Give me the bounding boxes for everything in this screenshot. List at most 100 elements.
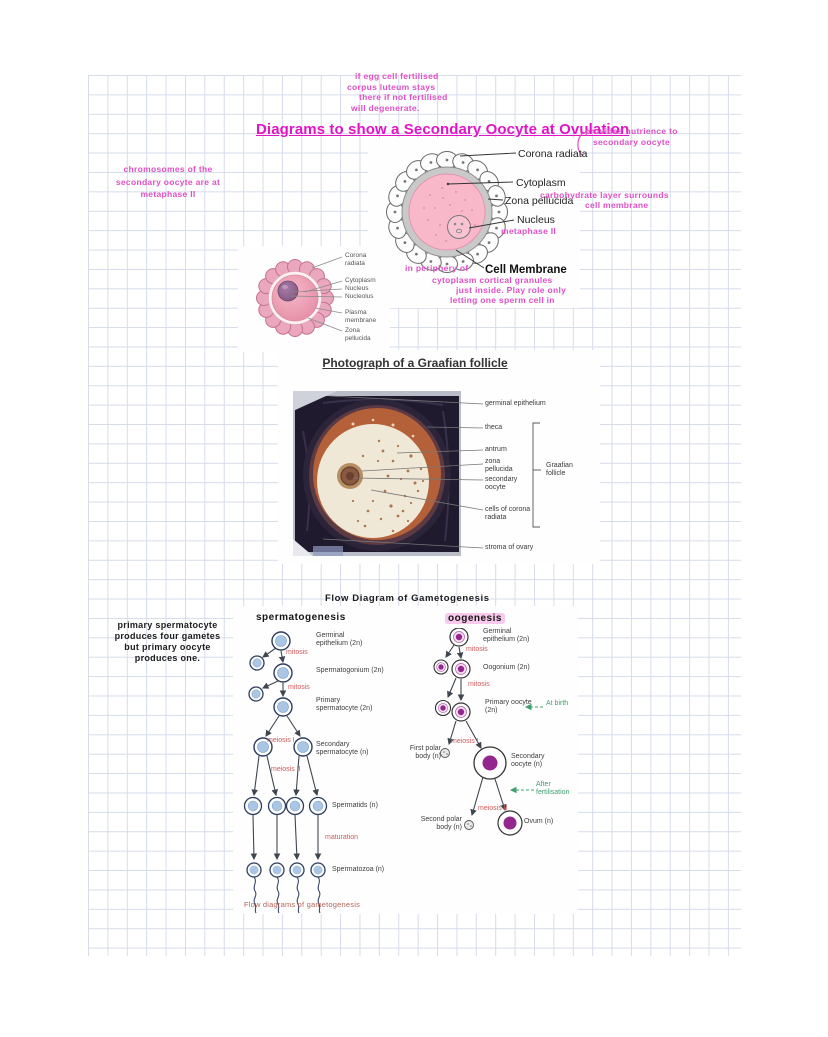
flow-caption: Flow diagrams of gametogenesis bbox=[244, 900, 361, 909]
sperm-arrows bbox=[250, 647, 322, 861]
oo-arrows bbox=[445, 644, 507, 817]
oogenesis-tree bbox=[433, 628, 543, 836]
note-line: primary spermatocyte bbox=[117, 620, 218, 630]
sperm-stage-germinal: Germinal epithelium (2n) bbox=[316, 632, 363, 647]
note-line: chromosomes of the bbox=[123, 164, 213, 174]
sperm-stage-spermatozoa: Spermatozoa (n) bbox=[332, 866, 385, 873]
note-line: metaphase II bbox=[140, 189, 196, 199]
oo-timing-arrows bbox=[509, 703, 543, 794]
note-line: provides nutrience to bbox=[585, 126, 678, 136]
note-line: will degenerate. bbox=[351, 102, 420, 113]
sperm-stage-secondary: Secondary spermatocyte (n) bbox=[316, 741, 369, 756]
sperm-cells bbox=[243, 631, 328, 914]
ring-specks bbox=[351, 418, 415, 438]
oo-timing-at-birth: At birth bbox=[546, 700, 569, 707]
label-cell-membrane: Cell Membrane bbox=[485, 264, 567, 276]
photo-label-secondary-oocyte: secondary oocyte bbox=[485, 476, 518, 491]
flow-title: Flow Diagram of Gametogenesis bbox=[325, 593, 490, 604]
photo-oocyte bbox=[337, 463, 363, 489]
spermatozoa bbox=[246, 862, 326, 914]
small-label-nucleolus: Nucleolus bbox=[345, 293, 374, 300]
small-oocyte-diagram bbox=[256, 259, 334, 337]
label-zona-pellucida: Zona pellucida bbox=[505, 195, 574, 207]
sperm-process-mitosis2: mitosis bbox=[288, 684, 310, 691]
oo-process-mitosis2: mitosis bbox=[468, 681, 490, 688]
page-title: Diagrams to show a Secondary Oocyte at O… bbox=[256, 121, 630, 138]
label-cytoplasm: Cytoplasm bbox=[516, 177, 566, 189]
heading-spermatogenesis: spermatogenesis bbox=[256, 612, 346, 623]
oo-stage-germinal: Germinal epithelium (2n) bbox=[483, 628, 530, 643]
sperm-process-mitosis1: mitosis bbox=[286, 649, 308, 656]
sperm-process-meiosis2: meiosis II bbox=[271, 766, 301, 773]
photo-title: Photograph of a Graafian follicle bbox=[322, 356, 508, 370]
photo-label-corona-cells: cells of corona radiata bbox=[485, 506, 531, 521]
note-line: there if not fertilised bbox=[359, 92, 448, 102]
ovum-cell bbox=[497, 810, 523, 836]
small-label-nucleus: Nucleus bbox=[345, 285, 369, 292]
note-periphery-line1: in periphery of bbox=[405, 263, 469, 273]
oo-stage-ovum: Ovum (n) bbox=[524, 818, 554, 825]
oo-cells bbox=[433, 628, 523, 836]
note-carbohydrate-line1: carbohydrate layer surrounds bbox=[540, 190, 669, 200]
nucleus-contents bbox=[453, 222, 464, 234]
oo-stage-primary-oocyte: Primary oocyte (2n) bbox=[485, 699, 532, 714]
oo-process-meiosis1: meiosis I bbox=[451, 738, 479, 745]
secondary-oocyte-cell bbox=[473, 746, 507, 780]
note-metaphase: metaphase II bbox=[501, 226, 557, 236]
photo-label-stroma: stroma of ovary bbox=[485, 544, 534, 551]
photo-label-antrum: antrum bbox=[485, 446, 507, 453]
photo-label-zona-pellucida: zona pellucida bbox=[485, 458, 513, 473]
sperm-process-maturation: maturation bbox=[325, 834, 359, 841]
heading-oogenesis: oogenesis bbox=[445, 613, 505, 624]
sperm-stage-spermatogonium: Spermatogonium (2n) bbox=[316, 667, 384, 674]
small-label-corona: Corona radiata bbox=[345, 252, 367, 267]
note-line: secondary oocyte are at bbox=[115, 176, 221, 187]
small-nucleolus bbox=[282, 285, 288, 289]
corona-radiata-cells bbox=[386, 151, 508, 273]
note-line: but primary oocyte bbox=[124, 642, 211, 652]
sperm-process-meiosis1: meiosis I bbox=[267, 737, 295, 744]
oo-process-meiosis2: meiosis II bbox=[478, 805, 508, 812]
second-polar-body bbox=[464, 820, 474, 830]
first-polar-body bbox=[440, 748, 450, 758]
photo-label-graafian-follicle: Graafian follicle bbox=[546, 462, 573, 477]
oo-stage-first-polar: First polar body (n) bbox=[409, 745, 441, 760]
spermatogenesis-tree bbox=[243, 631, 328, 914]
main-diagram-leader-lines bbox=[446, 152, 517, 269]
oo-stage-secondary-oocyte: Secondary oocyte (n) bbox=[511, 753, 545, 768]
small-diagram-leader-lines bbox=[289, 256, 343, 332]
note-gamete-count: primary spermatocyte produces four gamet… bbox=[100, 620, 235, 664]
oo-stage-oogonium: Oogonium (2n) bbox=[483, 664, 530, 671]
note-corpus-luteum: if egg cell fertilised corpus luteum sta… bbox=[347, 71, 490, 113]
note-chromosomes: chromosomes of the secondary oocyte are … bbox=[98, 163, 238, 201]
small-label-plasma-membrane: Plasma membrane bbox=[345, 309, 377, 324]
note-line: corpus luteum stays bbox=[347, 81, 436, 92]
figure-patch-flow-diagram bbox=[233, 606, 578, 914]
sperm-stage-spermatids: Spermatids (n) bbox=[332, 802, 378, 809]
secondary-oocyte-diagram bbox=[386, 151, 508, 273]
graafian-follicle-photo bbox=[293, 391, 461, 556]
label-corona-radiata: Corona radiata bbox=[518, 148, 588, 160]
graafian-bracket bbox=[532, 422, 541, 528]
note-carbohydrate-line2: cell membrane bbox=[585, 200, 649, 210]
oo-stage-second-polar: Second polar body (n) bbox=[420, 816, 462, 831]
small-label-zona: Zona pellucida bbox=[345, 327, 371, 342]
note-line: if egg cell fertilised bbox=[355, 71, 439, 81]
note-line: produces one. bbox=[134, 653, 201, 663]
label-nucleus: Nucleus bbox=[517, 214, 555, 226]
small-label-cytoplasm: Cytoplasm bbox=[345, 277, 376, 284]
note-nutrience: provides nutrience to secondary oocyte bbox=[585, 126, 695, 147]
curved-pointer-icon bbox=[577, 131, 585, 157]
photo-label-theca: theca bbox=[485, 424, 503, 431]
note-periphery-line3: just inside. Play role only bbox=[456, 285, 567, 295]
note-line: produces four gametes bbox=[114, 631, 221, 641]
nucleus-area bbox=[447, 215, 471, 239]
photo-leader-lines bbox=[322, 395, 541, 549]
note-periphery-line4: letting one sperm cell in bbox=[450, 295, 555, 305]
note-periphery-line2: cytoplasm cortical granules bbox=[432, 275, 553, 285]
oo-timing-after-fertilisation: After fertilisation bbox=[536, 781, 570, 796]
note-line: secondary oocyte bbox=[593, 136, 671, 147]
photo-label-germinal-epithelium: germinal epithelium bbox=[485, 400, 546, 407]
sperm-stage-primary: Primary spermatocyte (2n) bbox=[316, 697, 373, 712]
